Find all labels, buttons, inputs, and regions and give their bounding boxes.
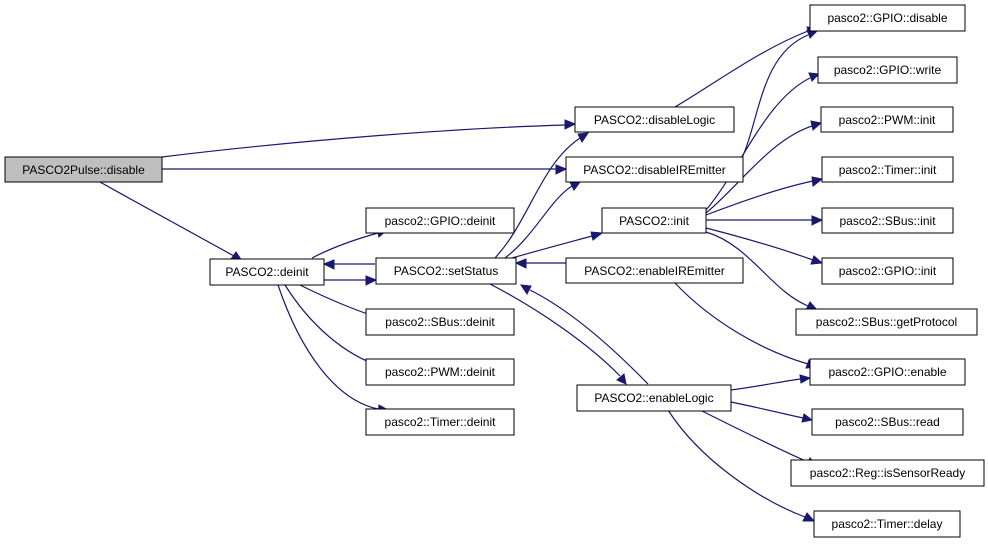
node-label: pasco2::GPIO::deinit — [385, 214, 496, 228]
node-label: pasco2::SBus::deinit — [385, 315, 495, 329]
edge-root-deinit — [99, 181, 244, 262]
node-label: pasco2::PWM::deinit — [385, 365, 496, 379]
node-label: pasco2::GPIO::write — [834, 63, 942, 77]
node-timer-init[interactable]: pasco2::Timer::init — [821, 156, 954, 183]
node-pwm-init[interactable]: pasco2::PWM::init — [820, 106, 954, 133]
edge-enableIREmitter-setStatus — [514, 258, 566, 269]
edge-setStatus-enableLogic — [489, 283, 627, 385]
node-label: pasco2::Timer::delay — [832, 517, 943, 531]
node-label: pasco2::GPIO::init — [839, 264, 937, 278]
edge-setStatus-init — [511, 231, 604, 259]
node-pasco2-enablelogic[interactable]: PASCO2::enableLogic — [576, 384, 732, 412]
edge-init-gpioInit — [705, 227, 824, 265]
node-label: PASCO2::disableLogic — [594, 113, 715, 127]
edge-deinit-setStatus — [324, 275, 378, 286]
edge-enableLogic-setStatus — [519, 284, 649, 385]
node-sbus-init[interactable]: pasco2::SBus::init — [821, 207, 954, 234]
node-gpio-disable[interactable]: pasco2::GPIO::disable — [809, 4, 966, 32]
edge-init-pwmInit — [705, 120, 823, 214]
node-pasco2-enableiremitter[interactable]: PASCO2::enableIREmitter — [565, 257, 744, 284]
node-sbus-read[interactable]: pasco2::SBus::read — [811, 408, 964, 436]
node-pasco2-setstatus[interactable]: PASCO2::setStatus — [375, 257, 517, 285]
node-label: pasco2::SBus::read — [835, 415, 940, 429]
nodes-layer: PASCO2Pulse::disable PASCO2::deinit PASC… — [4, 4, 985, 538]
edge-disableLogic-gpioDisable — [674, 26, 819, 108]
node-label: PASCO2::enableLogic — [594, 391, 713, 405]
node-pasco2-disablelogic[interactable]: PASCO2::disableLogic — [574, 106, 735, 133]
node-gpio-deinit[interactable]: pasco2::GPIO::deinit — [365, 207, 515, 234]
node-label: PASCO2::deinit — [225, 265, 309, 279]
node-timer-deinit[interactable]: pasco2::Timer::deinit — [365, 408, 515, 436]
edge-enableLogic-sbusRead — [730, 401, 814, 423]
edge-init-sbusInit — [706, 215, 824, 226]
node-label: pasco2::SBus::init — [839, 214, 936, 228]
edge-init-timerInit — [705, 176, 824, 216]
edge-deinit-timerDeinit — [277, 284, 390, 415]
node-label: pasco2::Timer::init — [839, 163, 937, 177]
node-pasco2-disableiremitter[interactable]: PASCO2::disableIREmitter — [565, 156, 744, 183]
node-label: PASCO2::enableIREmitter — [584, 264, 725, 278]
node-sbus-deinit[interactable]: pasco2::SBus::deinit — [365, 308, 515, 336]
node-pasco2pulse-disable[interactable]: PASCO2Pulse::disable — [4, 156, 163, 183]
node-label: pasco2::PWM::init — [839, 113, 936, 127]
node-gpio-init[interactable]: pasco2::GPIO::init — [821, 257, 954, 285]
node-label: pasco2::Timer::deinit — [385, 415, 497, 429]
node-timer-delay[interactable]: pasco2::Timer::delay — [813, 510, 961, 538]
edge-init-gpioWrite — [705, 72, 821, 211]
node-gpio-write[interactable]: pasco2::GPIO::write — [817, 56, 958, 84]
node-label: PASCO2Pulse::disable — [22, 163, 145, 177]
edge-root-disableIREmitter — [162, 164, 568, 175]
edge-setStatus-disableLogic — [494, 132, 590, 259]
node-reg-issensorready[interactable]: pasco2::Reg::isSensorReady — [790, 459, 985, 487]
node-sbus-getprotocol[interactable]: pasco2::SBus::getProtocol — [795, 308, 978, 336]
node-gpio-enable[interactable]: pasco2::GPIO::enable — [809, 358, 966, 386]
edge-enableLogic-gpioEnable — [730, 374, 812, 391]
node-label: pasco2::GPIO::enable — [828, 365, 946, 379]
node-pasco2-init[interactable]: PASCO2::init — [601, 207, 707, 234]
node-label: pasco2::SBus::getProtocol — [816, 315, 957, 329]
node-pwm-deinit[interactable]: pasco2::PWM::deinit — [365, 358, 515, 386]
edge-enableLogic-timerDelay — [667, 409, 816, 522]
node-label: PASCO2::disableIREmitter — [583, 163, 726, 177]
node-label: PASCO2::setStatus — [394, 264, 499, 278]
edge-setStatus-disableIREmitter — [504, 181, 581, 259]
edge-enableLogic-regIsSensorReady — [699, 409, 819, 467]
node-pasco2-deinit[interactable]: PASCO2::deinit — [209, 258, 325, 286]
node-label: pasco2::GPIO::disable — [827, 11, 947, 25]
node-label: pasco2::Reg::isSensorReady — [810, 466, 965, 480]
edge-root-disableLogic — [161, 119, 577, 158]
node-label: PASCO2::init — [619, 214, 689, 228]
edge-setStatus-deinit — [322, 259, 375, 270]
